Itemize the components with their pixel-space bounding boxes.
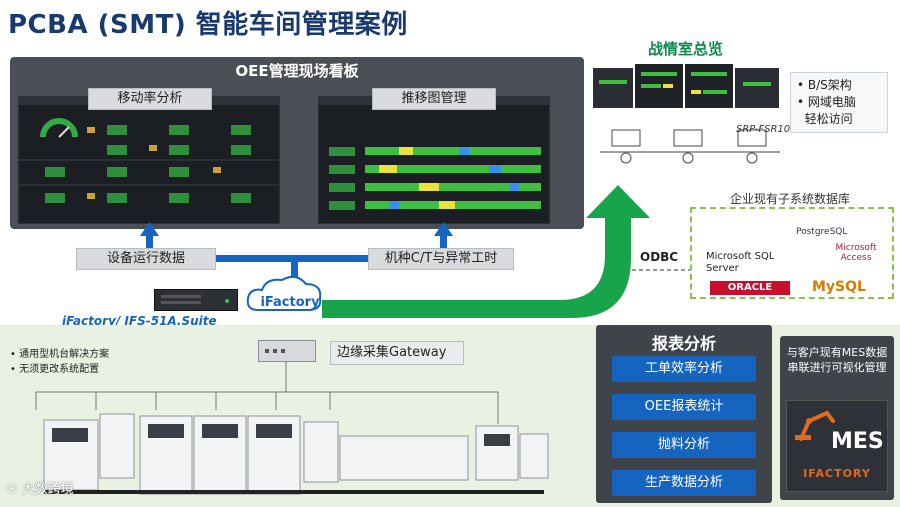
trend-chart-graphic xyxy=(319,105,549,223)
oee-right-screen xyxy=(318,96,550,224)
shopfloor-bullets: • 通用型机台解决方案 • 无须更改系统配置 xyxy=(10,347,109,377)
report-production-data[interactable]: 生产数据分析 xyxy=(612,470,756,496)
watermark: ☉ 大数跨境 xyxy=(6,482,74,497)
server-label: iFactory/ IFS-51A.Suite xyxy=(62,314,217,328)
gateway-device xyxy=(258,340,316,362)
ifactory-hub-label: iFactory xyxy=(260,295,320,310)
bullet-universal: • 通用型机台解决方案 xyxy=(10,349,110,360)
db-mysql: MySQL xyxy=(812,279,866,295)
db-oracle: ORACLE xyxy=(710,281,790,295)
oee-left-screen xyxy=(18,96,280,224)
report-oee-statistics[interactable]: OEE报表统计 xyxy=(612,394,756,420)
oee-board-title: OEE管理现场看板 xyxy=(235,62,359,80)
note-bs-architecture: • B/S架构 xyxy=(797,78,852,92)
odbc-label: ODBC xyxy=(640,250,679,264)
gateway-tag: 边缘采集Gateway xyxy=(330,341,464,365)
mes-logo-main: MES xyxy=(831,429,884,454)
war-room-screens xyxy=(593,60,781,120)
bullet-no-config: • 无须更改系统配置 xyxy=(10,364,100,375)
note-easy-access: 轻松访问 xyxy=(804,112,853,126)
note-network-pc: • 网域电脑 xyxy=(797,95,856,109)
mes-description: 与客户现有MES数据串联进行可视化管理 xyxy=(786,346,888,374)
db-postgresql: PostgreSQL xyxy=(796,227,848,237)
report-work-order-efficiency[interactable]: 工单效率分析 xyxy=(612,356,756,382)
war-room-model: SRP-FSR100 xyxy=(736,124,797,135)
utilization-analysis-tag: 移动率分析 xyxy=(88,88,212,110)
utilization-dashboard-graphic xyxy=(19,105,279,223)
db-sql-server: Microsoft SQL Server xyxy=(706,251,775,274)
page-title: PCBA (SMT) 智能车间管理案例 xyxy=(8,10,408,40)
mes-logo-sub: IFACTORY xyxy=(803,467,871,480)
report-title: 报表分析 xyxy=(651,334,716,353)
war-room-operators xyxy=(600,122,780,166)
db-access: Microsoft Access xyxy=(835,243,877,263)
access-notes: • B/S架构 • 网域电脑 轻松访问 xyxy=(790,72,888,133)
device-data-tag: 设备运行数据 xyxy=(76,248,216,270)
database-box: PostgreSQL Microsoft SQL Server Microsof… xyxy=(690,207,894,299)
model-ct-tag: 机种C/T与异常工时 xyxy=(368,248,514,270)
server-unit xyxy=(154,289,238,311)
report-material-waste[interactable]: 抛料分析 xyxy=(612,432,756,458)
mes-logo: MES IFACTORY xyxy=(786,400,888,492)
trend-chart-tag: 推移图管理 xyxy=(372,88,496,110)
smt-line-graphic xyxy=(35,362,549,495)
robot-arm-icon xyxy=(795,411,835,441)
watermark-icon: ☉ xyxy=(6,482,22,497)
database-title: 企业现有子系统数据库 xyxy=(730,192,851,206)
war-room-title: 战情室总览 xyxy=(648,40,724,58)
